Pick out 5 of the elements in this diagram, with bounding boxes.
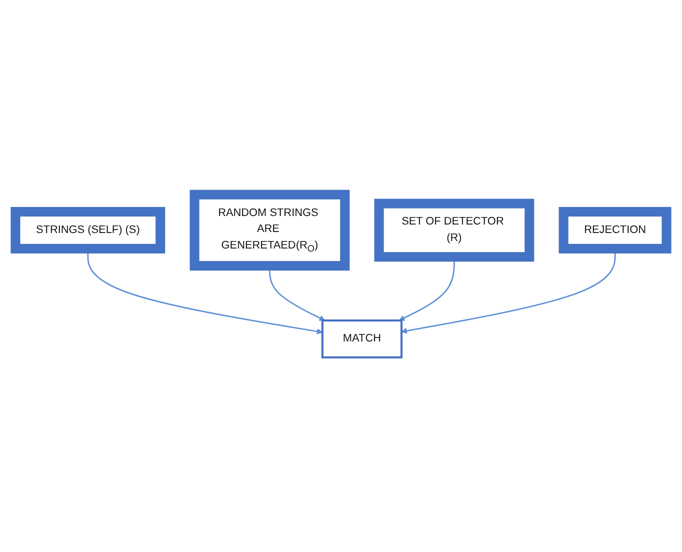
node-box: MATCH xyxy=(321,319,403,358)
node-box: REJECTION xyxy=(558,206,672,254)
node-box: SET OF DETECTOR (R) xyxy=(374,198,534,262)
node-box: RANDOM STRINGS ARE GENERETAED(R$_{O}$) xyxy=(190,190,350,271)
node-box: STRINGS (SELF) (S) xyxy=(10,206,166,254)
